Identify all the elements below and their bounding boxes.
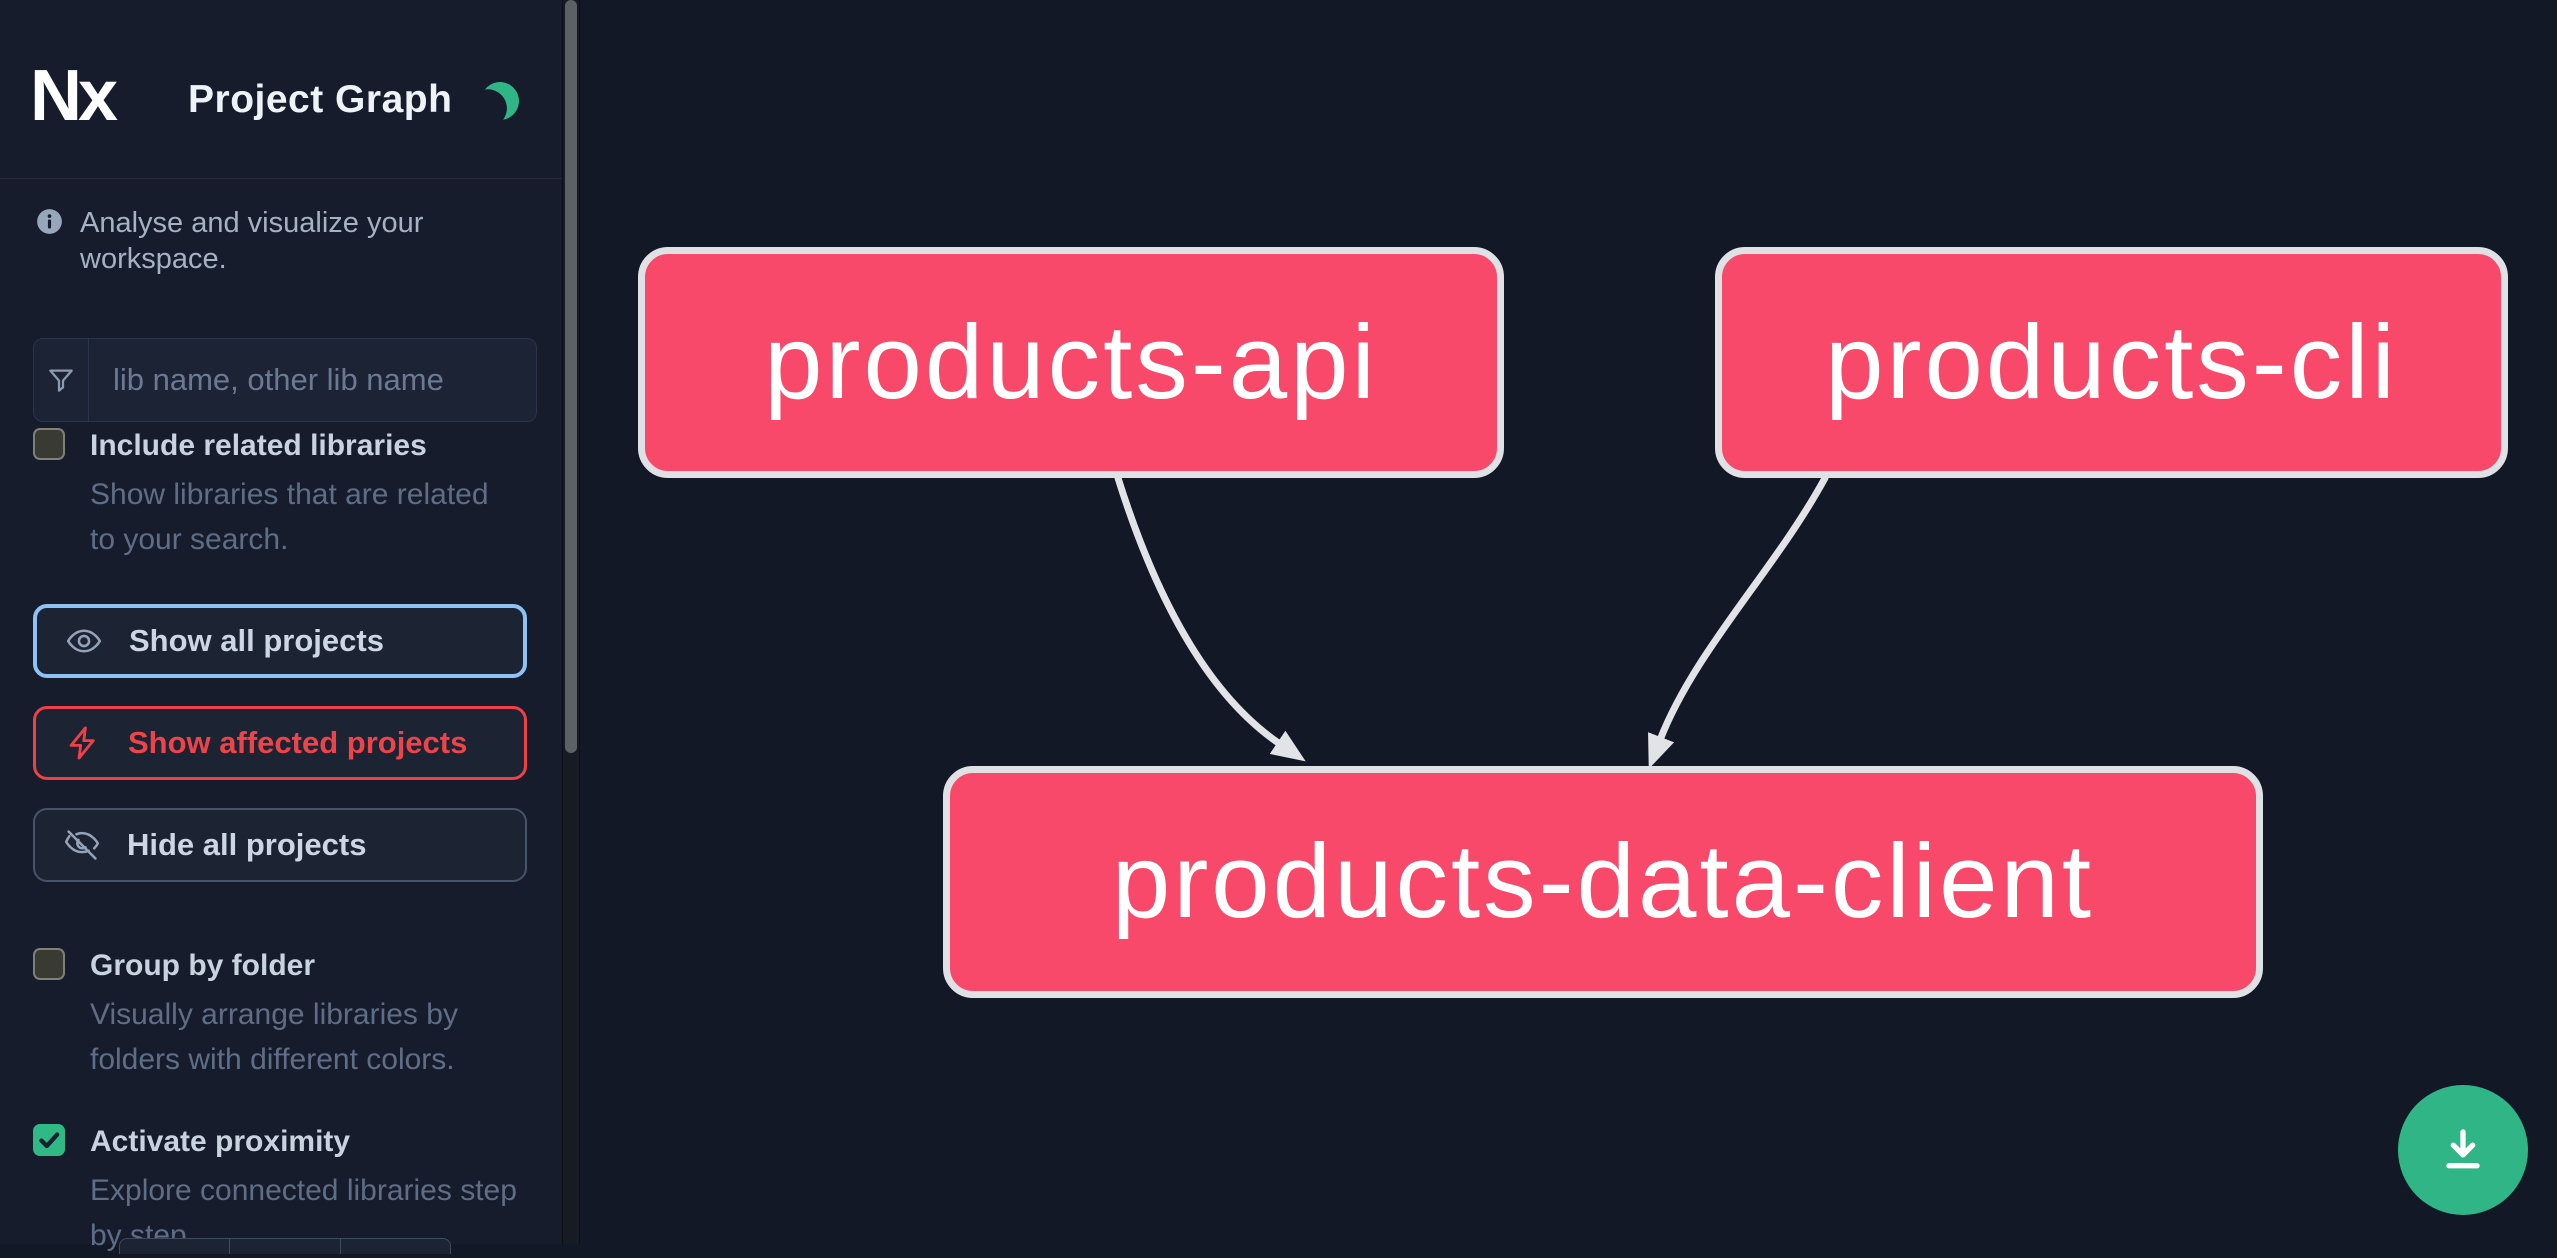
sidebar-scrollbar-track[interactable] bbox=[562, 0, 580, 1244]
download-image-button[interactable] bbox=[2398, 1085, 2528, 1215]
project-node-products-cli[interactable]: products-cli bbox=[1715, 247, 2508, 478]
bottom-button-group-segment[interactable] bbox=[119, 1238, 231, 1254]
show-all-projects-label: Show all projects bbox=[129, 623, 384, 658]
edge-products-api-to-data-client bbox=[1114, 474, 1306, 762]
search-icon-cell bbox=[34, 339, 89, 421]
moon-icon bbox=[477, 78, 523, 124]
include-related-description: Show libraries that are related to your … bbox=[90, 478, 489, 556]
sidebar-header: Nx Project Graph bbox=[0, 0, 562, 178]
search-input[interactable] bbox=[89, 339, 536, 421]
edge-products-cli-to-data-client bbox=[1648, 474, 1829, 769]
dependency-edges bbox=[1114, 474, 1829, 769]
checkmark-icon bbox=[39, 1132, 60, 1149]
filter-icon bbox=[49, 369, 73, 392]
project-node-products-data-client[interactable]: products-data-client bbox=[943, 766, 2263, 998]
download-icon bbox=[2446, 1129, 2480, 1169]
include-related-checkbox[interactable] bbox=[33, 428, 65, 460]
show-all-projects-button[interactable]: Show all projects bbox=[33, 604, 527, 678]
header-divider bbox=[0, 178, 562, 179]
bolt-icon bbox=[69, 726, 95, 760]
eye-icon bbox=[66, 629, 102, 653]
include-related-label[interactable]: Include related libraries bbox=[90, 429, 427, 462]
nx-logo[interactable]: Nx bbox=[30, 56, 118, 136]
group-by-folder-description: Visually arrange libraries by folders wi… bbox=[90, 998, 458, 1076]
page-title: Project Graph bbox=[188, 78, 453, 121]
show-affected-projects-button[interactable]: Show affected projects bbox=[33, 706, 527, 780]
sidebar: Nx Project Graph Analyse and visualize y… bbox=[0, 0, 562, 1254]
hide-all-projects-label: Hide all projects bbox=[127, 827, 367, 862]
sidebar-scrollbar-thumb[interactable] bbox=[565, 0, 577, 753]
activate-proximity-label[interactable]: Activate proximity bbox=[90, 1125, 351, 1158]
bottom-button-group-segment[interactable] bbox=[340, 1238, 451, 1254]
project-node-products-api[interactable]: products-api bbox=[638, 247, 1504, 478]
group-by-folder-checkbox[interactable] bbox=[33, 948, 65, 980]
graph-canvas[interactable]: products-api products-cli products-data-… bbox=[580, 0, 2557, 1244]
hide-all-projects-button[interactable]: Hide all projects bbox=[33, 808, 527, 882]
tagline-row: Analyse and visualize your workspace. bbox=[36, 205, 536, 275]
eye-off-icon bbox=[64, 830, 100, 860]
activate-proximity-description: Explore connected libraries step by step… bbox=[90, 1174, 517, 1252]
info-icon bbox=[37, 209, 62, 234]
tagline-text: Analyse and visualize your workspace. bbox=[80, 207, 424, 275]
bottom-button-group-segment[interactable] bbox=[230, 1238, 341, 1254]
theme-toggle-button[interactable] bbox=[481, 82, 519, 120]
group-by-folder-label[interactable]: Group by folder bbox=[90, 949, 315, 982]
bottom-button-group[interactable] bbox=[119, 1238, 451, 1254]
show-affected-projects-label: Show affected projects bbox=[128, 725, 468, 760]
activate-proximity-checkbox[interactable] bbox=[33, 1124, 65, 1156]
search-box bbox=[33, 338, 537, 422]
